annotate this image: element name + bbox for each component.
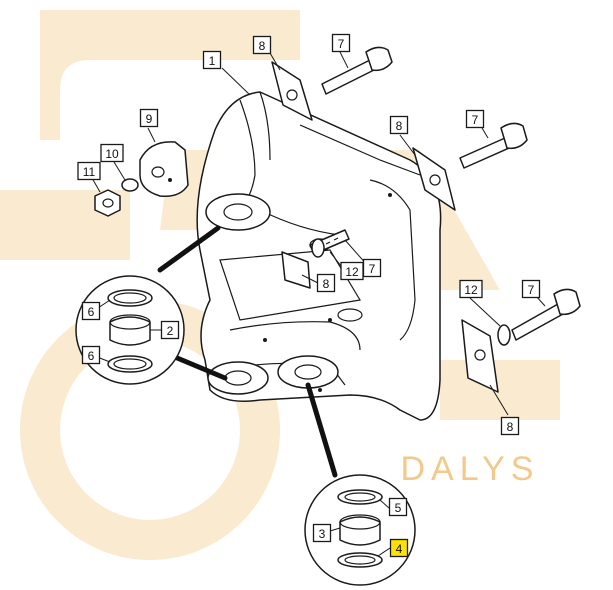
washer-center bbox=[311, 238, 325, 258]
label-7d-box: 7 bbox=[521, 279, 541, 299]
washer-right bbox=[497, 324, 511, 346]
label-6b-box: 6 bbox=[81, 345, 101, 365]
label-1-text: 1 bbox=[209, 54, 216, 68]
retaining-ring bbox=[121, 178, 139, 192]
label-7b-text: 7 bbox=[472, 113, 479, 127]
detail-circle-bottom bbox=[304, 474, 416, 586]
mount-pad-right-upper bbox=[412, 147, 456, 211]
mount-pad-center bbox=[281, 251, 311, 289]
label-4-box: 4 bbox=[389, 538, 409, 558]
label-leader-lines bbox=[91, 51, 546, 557]
label-6b-text: 6 bbox=[88, 349, 95, 363]
label-8c-box: 8 bbox=[316, 273, 336, 293]
label-8a-box: 8 bbox=[252, 35, 272, 55]
label-5-box: 5 bbox=[388, 497, 408, 517]
label-10-text: 10 bbox=[105, 147, 119, 161]
label-2-text: 2 bbox=[167, 324, 174, 338]
label-11-text: 11 bbox=[83, 165, 96, 179]
label-8b-box: 8 bbox=[389, 115, 409, 135]
label-12b-text: 12 bbox=[464, 283, 478, 297]
mount-pad-right-lower bbox=[461, 319, 499, 393]
label-4-text: 4 bbox=[396, 542, 403, 556]
label-8d-box: 8 bbox=[500, 416, 520, 436]
label-5-text: 5 bbox=[395, 501, 402, 515]
mount-pad-top bbox=[271, 61, 313, 121]
label-6a-text: 6 bbox=[88, 305, 95, 319]
label-7a-box: 7 bbox=[331, 33, 351, 53]
cap-part bbox=[139, 141, 189, 198]
label-1-box: 1 bbox=[202, 50, 222, 70]
label-2-box: 2 bbox=[160, 320, 180, 340]
label-7c-text: 7 bbox=[369, 262, 376, 276]
label-10-box: 10 bbox=[100, 143, 124, 163]
label-8b-text: 8 bbox=[396, 119, 403, 133]
label-7d-text: 7 bbox=[528, 283, 535, 297]
label-9-text: 9 bbox=[146, 112, 153, 126]
bolt-right-lower bbox=[511, 288, 581, 341]
label-12a-text: 12 bbox=[345, 265, 359, 279]
label-11-box: 11 bbox=[77, 161, 101, 181]
nut bbox=[94, 189, 121, 217]
label-6a-box: 6 bbox=[81, 301, 101, 321]
label-3-text: 3 bbox=[319, 527, 326, 541]
bolt-right-upper bbox=[459, 122, 528, 169]
label-12b-box: 12 bbox=[459, 279, 483, 299]
detail-circle-left bbox=[75, 275, 185, 385]
bolt-top bbox=[321, 46, 393, 95]
label-7c-box: 7 bbox=[362, 258, 382, 278]
label-8a-text: 8 bbox=[259, 39, 266, 53]
label-8c-text: 8 bbox=[323, 277, 330, 291]
label-7a-text: 7 bbox=[338, 37, 345, 51]
label-3-box: 3 bbox=[312, 523, 332, 543]
detail-callout-lines bbox=[157, 225, 338, 478]
label-12a-box: 12 bbox=[340, 261, 364, 281]
label-8d-text: 8 bbox=[507, 420, 514, 434]
label-9-box: 9 bbox=[139, 108, 159, 128]
label-7b-box: 7 bbox=[465, 109, 485, 129]
watermark-text: DALYS bbox=[401, 450, 540, 488]
